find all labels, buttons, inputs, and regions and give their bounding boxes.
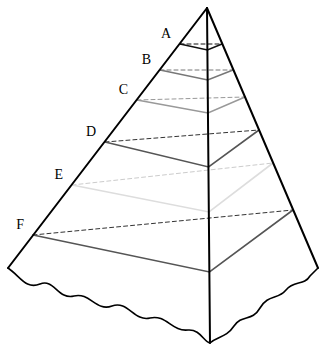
section-front-edge bbox=[33, 210, 293, 272]
pyramid-edge bbox=[207, 8, 318, 268]
level-label: B bbox=[142, 52, 151, 68]
section-front-edge bbox=[72, 163, 273, 212]
level-label: C bbox=[119, 82, 128, 98]
section-front-edge bbox=[180, 44, 222, 50]
section-back-edge bbox=[160, 70, 233, 71]
section-back-edge bbox=[180, 44, 222, 45]
level-label: E bbox=[54, 167, 63, 183]
level-label: A bbox=[161, 26, 171, 42]
pyramid-edge bbox=[207, 8, 210, 343]
broken-base bbox=[8, 268, 318, 343]
section-front-edge bbox=[160, 70, 233, 80]
level-label: D bbox=[86, 124, 96, 140]
section-back-edge bbox=[33, 210, 293, 235]
section-front-edge bbox=[137, 97, 245, 113]
pyramid-edge bbox=[8, 8, 207, 268]
level-label: F bbox=[16, 217, 24, 233]
section-back-edge bbox=[72, 163, 273, 185]
section-back-edge bbox=[105, 130, 259, 142]
section-front-edge bbox=[105, 130, 259, 167]
section-back-edge bbox=[137, 97, 245, 100]
